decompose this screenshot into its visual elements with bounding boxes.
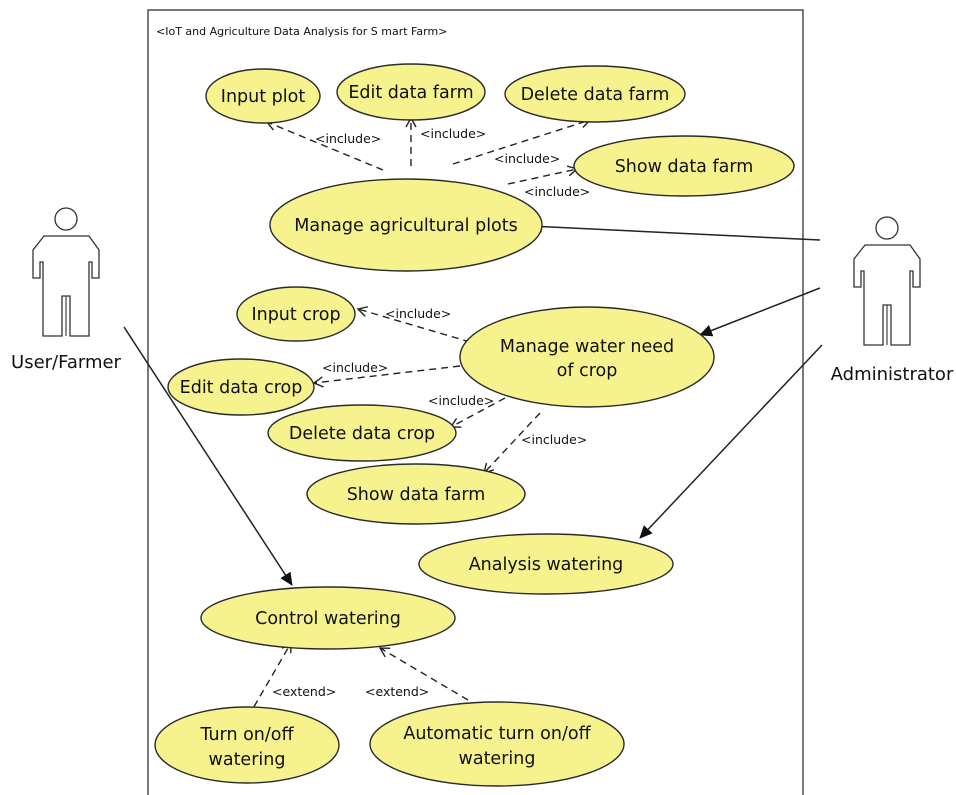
- use-case-edit-data-crop[interactable]: Edit data crop: [167, 358, 315, 416]
- actor-figure-icon: [853, 216, 921, 346]
- include-arrow-edit-data-crop: [312, 365, 461, 388]
- actor-label: User/Farmer: [11, 352, 122, 373]
- use-case-label: Control watering: [255, 609, 401, 629]
- include-label-input-plot: <include>: [315, 131, 381, 146]
- use-case-label: Manage agricultural plots: [294, 216, 518, 236]
- use-case-control-watering[interactable]: Control watering: [200, 586, 456, 650]
- association-farmer-control: [123, 326, 293, 586]
- use-case-label-line-2: watering: [459, 749, 536, 769]
- use-case-label-line-2: of crop: [557, 361, 618, 381]
- include-label-show-data-farm-1: <include>: [524, 184, 590, 199]
- use-case-show-data-farm-1[interactable]: Show data farm: [573, 135, 795, 197]
- include-arrow-delete-data-crop: [449, 397, 506, 428]
- include-arrow-show-data-farm-1: [507, 165, 579, 185]
- use-case-label-line-1: Automatic turn on/off: [403, 724, 591, 744]
- use-case-turn-onoff-watering[interactable]: Turn on/off watering: [154, 706, 340, 784]
- use-case-label: Input crop: [251, 305, 340, 325]
- extend-label-turn-onoff: <extend>: [272, 684, 336, 699]
- extend-label-auto-onoff: <extend>: [365, 684, 429, 699]
- use-case-show-data-farm-2[interactable]: Show data farm: [306, 463, 526, 525]
- use-case-delete-data-farm[interactable]: Delete data farm: [504, 65, 686, 123]
- use-case-label-line-1: Turn on/off: [199, 725, 294, 745]
- extend-arrow-turn-onoff: [247, 641, 292, 718]
- use-case-input-plot[interactable]: Input plot: [205, 68, 321, 124]
- association-admin-analysis: [639, 344, 823, 539]
- include-arrow-show-data-farm-2: [483, 412, 541, 475]
- system-boundary: [147, 9, 804, 795]
- use-case-automatic-turn-onoff[interactable]: Automatic turn on/off watering: [369, 701, 625, 787]
- actor-administrator[interactable]: Administrator: [831, 216, 954, 385]
- include-label-edit-data-crop: <include>: [322, 360, 388, 375]
- use-case-input-crop[interactable]: Input crop: [236, 286, 356, 342]
- use-case-label-line-2: watering: [209, 750, 286, 770]
- actor-label: Administrator: [831, 364, 954, 385]
- actor-figure-icon: [32, 207, 100, 337]
- use-case-label: Input plot: [221, 87, 306, 107]
- use-case-label: Analysis watering: [469, 555, 624, 575]
- use-case-label: Delete data crop: [289, 424, 435, 444]
- extend-arrow-auto-onoff: [378, 647, 469, 701]
- association-admin-manage-water: [699, 287, 821, 337]
- include-label-show-data-farm-2: <include>: [521, 432, 587, 447]
- use-case-label: Delete data farm: [521, 85, 670, 105]
- use-case-label: Show data farm: [615, 157, 754, 177]
- use-case-manage-agricultural-plots[interactable]: Manage agricultural plots: [269, 178, 543, 272]
- include-label-input-crop: <include>: [385, 306, 451, 321]
- include-arrow-input-crop: [356, 306, 471, 343]
- use-case-analysis-watering[interactable]: Analysis watering: [418, 533, 674, 595]
- system-title: <IoT and Agriculture Data Analysis for S…: [156, 25, 447, 38]
- include-arrow-input-plot: [265, 120, 384, 171]
- actor-user-farmer[interactable]: User/Farmer: [11, 207, 122, 373]
- use-case-label-line-1: Manage water need: [500, 337, 674, 357]
- association-admin-manage-plots: [529, 220, 821, 241]
- use-case-label: Edit data farm: [348, 83, 473, 103]
- include-label-delete-data-crop: <include>: [428, 393, 494, 408]
- use-case-label: Show data farm: [347, 485, 486, 505]
- use-case-edit-data-farm[interactable]: Edit data farm: [336, 63, 486, 121]
- use-case-label: Edit data crop: [180, 378, 303, 398]
- use-case-delete-data-crop[interactable]: Delete data crop: [267, 404, 457, 462]
- include-label-delete-data-farm: <include>: [494, 151, 560, 166]
- use-case-manage-water-need[interactable]: Manage water need of crop: [459, 306, 715, 408]
- include-label-edit-data-farm: <include>: [420, 126, 486, 141]
